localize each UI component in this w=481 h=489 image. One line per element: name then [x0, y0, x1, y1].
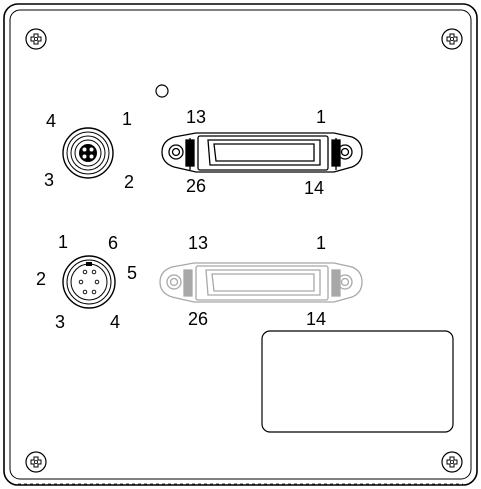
cl1-pin-label-bottom-left: 26 — [186, 176, 206, 196]
cl1-pin-label-bottom-right: 14 — [304, 178, 324, 198]
panel-outline-outer — [3, 3, 478, 486]
camera-link-connector-2 — [159, 262, 363, 303]
io-pin-label: 6 — [108, 233, 118, 253]
power-pin-label: 2 — [124, 172, 134, 192]
camera-link-connector-1 — [161, 132, 363, 173]
io-connector-6pin — [62, 255, 116, 309]
screw-icon — [441, 28, 463, 50]
cl2-pin-label-bottom-left: 26 — [188, 309, 208, 329]
io-pin-label: 3 — [55, 312, 65, 332]
cl2-pin-label-top-left: 13 — [188, 233, 208, 253]
cl1-pin-label-top-left: 13 — [186, 107, 206, 127]
io-pin-label: 5 — [127, 263, 137, 283]
screw-icon — [441, 451, 463, 473]
cl1-pin-label-top-right: 1 — [316, 107, 326, 127]
io-pin-label: 4 — [110, 312, 120, 332]
power-pin-label: 4 — [46, 111, 56, 131]
cl2-pin-label-top-right: 1 — [316, 233, 326, 253]
power-connector-4pin — [62, 127, 114, 179]
panel-outline-inner — [9, 9, 472, 480]
io-pin-label: 2 — [36, 269, 46, 289]
led-icon — [155, 84, 169, 98]
io-pin-label: 1 — [58, 232, 68, 252]
power-pin-label: 1 — [122, 109, 132, 129]
power-pin-label: 3 — [44, 170, 54, 190]
screw-icon — [25, 28, 47, 50]
label-plate — [261, 330, 454, 433]
screw-icon — [25, 451, 47, 473]
cl2-pin-label-bottom-right: 14 — [306, 309, 326, 329]
